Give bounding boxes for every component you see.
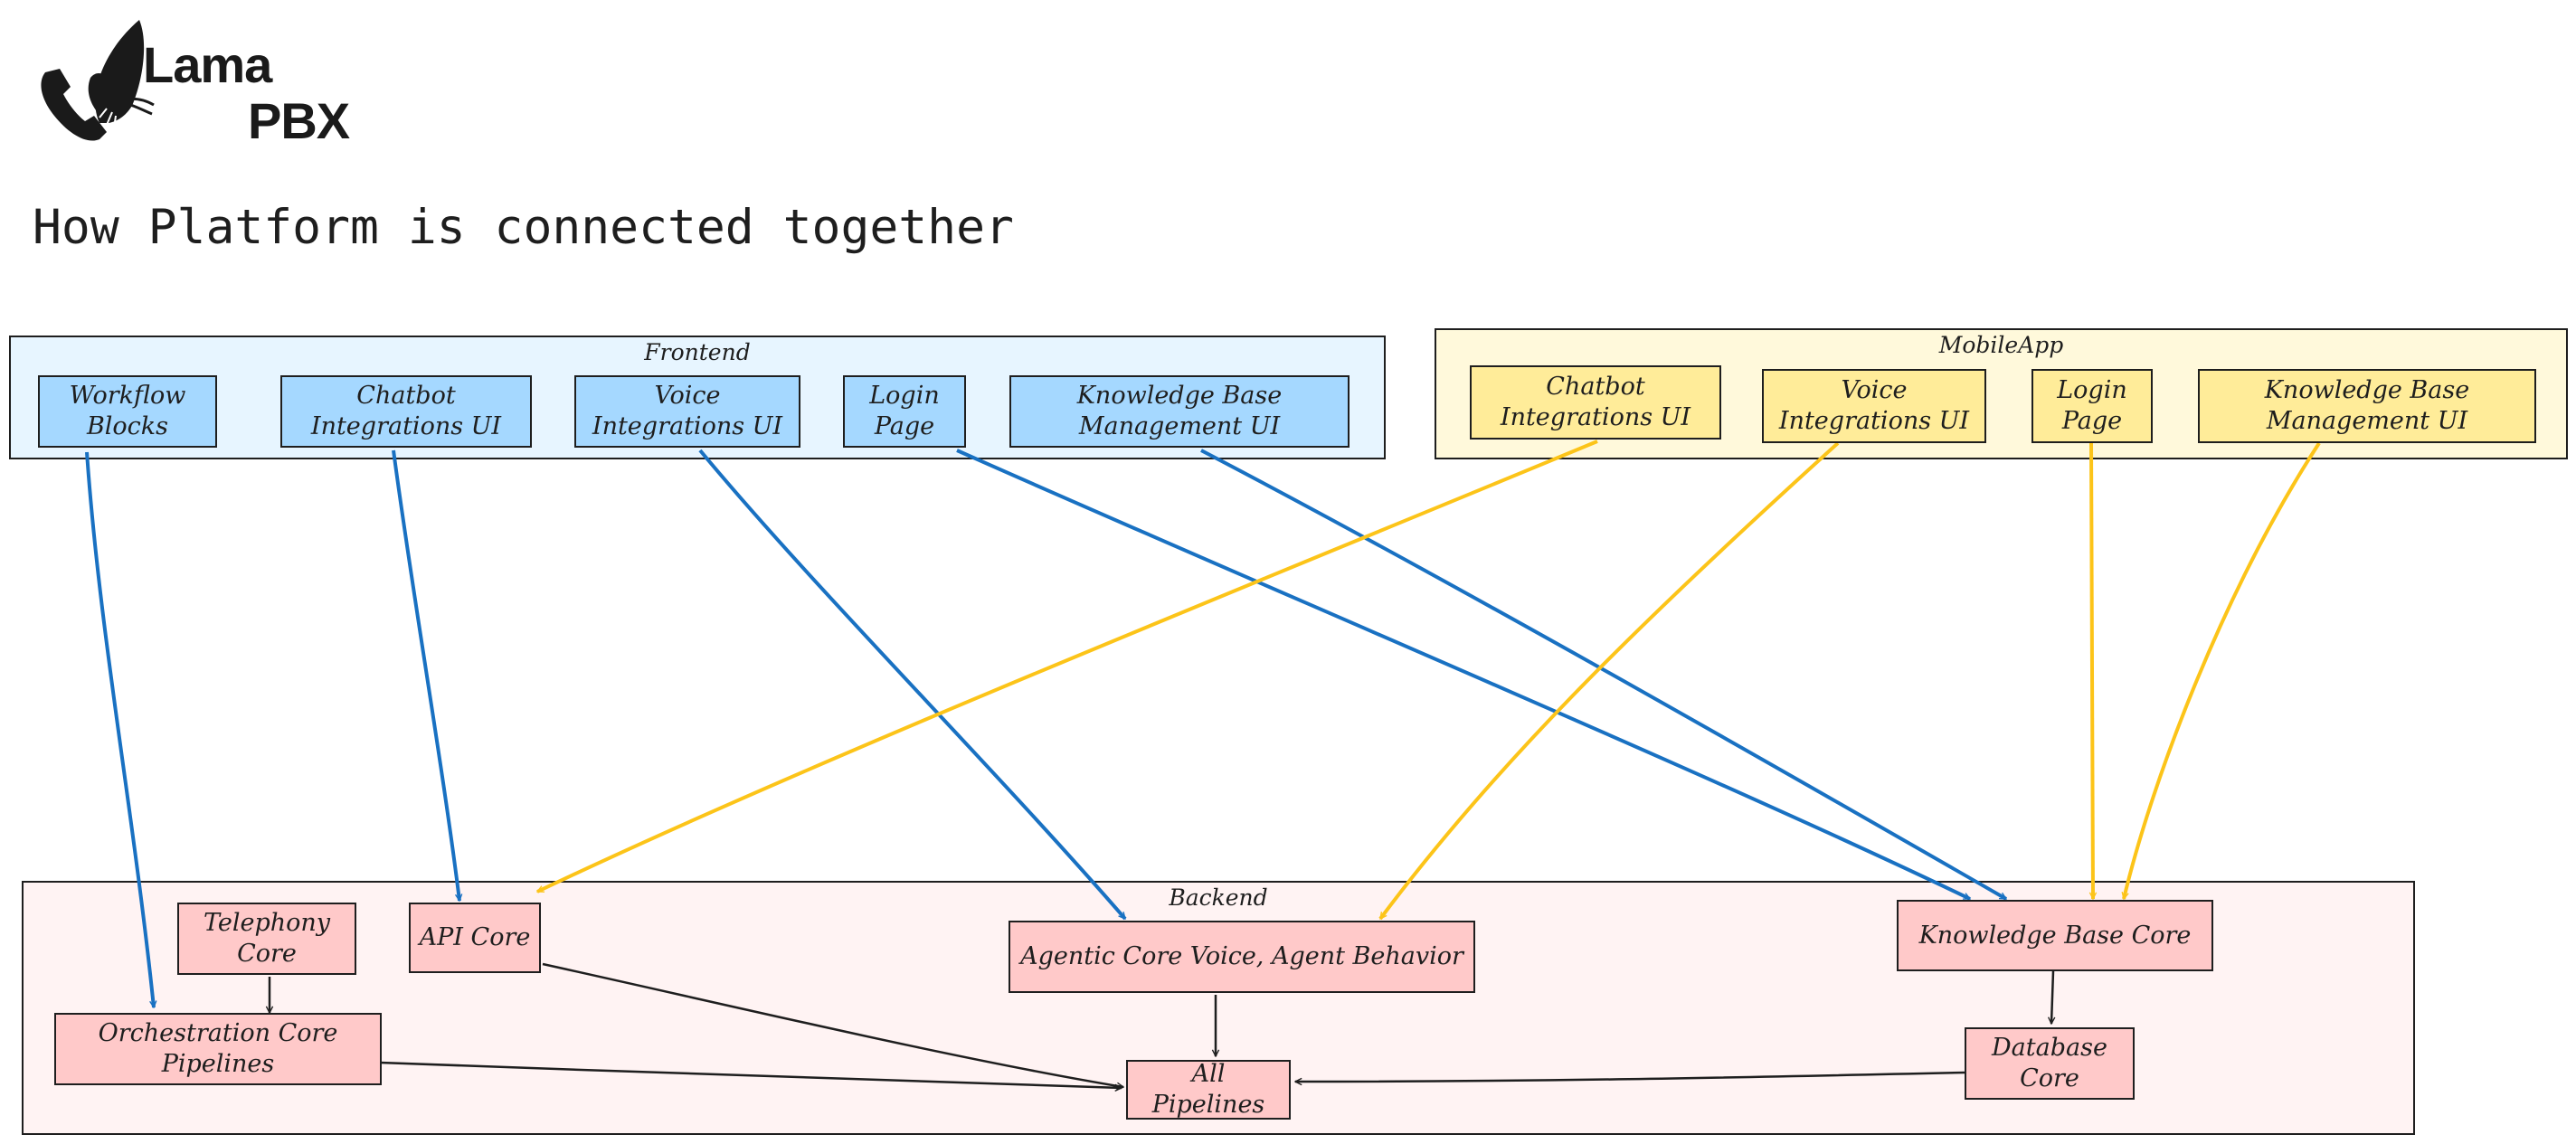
database-core-label: Database Core xyxy=(1992,1034,2107,1092)
logo-text-lama: Lama xyxy=(143,36,272,93)
fe-chatbot-integrations-label: Chatbot Integrations UI xyxy=(310,382,502,440)
api-core-label: API Core xyxy=(419,923,531,951)
knowledge-base-core-label: Knowledge Base Core xyxy=(1918,921,2192,950)
telephony-core-node: Telephony Core xyxy=(177,903,356,975)
page-title: How Platform is connected together xyxy=(33,200,1014,255)
edge-mb-kb-to-kbcore xyxy=(2124,441,2321,899)
lamapbx-logo: Lama PBX xyxy=(33,14,394,150)
edge-mb-voice-to-agentic xyxy=(1378,441,1840,919)
logo-text-pbx: PBX xyxy=(248,92,350,149)
fe-kb-management-label: Knowledge Base Management UI xyxy=(1076,382,1283,440)
mb-chatbot-integrations-node: Chatbot Integrations UI xyxy=(1470,365,1721,440)
mb-chatbot-integrations-label: Chatbot Integrations UI xyxy=(1500,373,1691,431)
agentic-core-label: Agentic Core Voice, Agent Behavior xyxy=(1020,942,1463,970)
butterfly-phone-icon xyxy=(41,20,155,141)
edge-mb-login-to-kbcore xyxy=(2091,442,2093,899)
fe-login-page-node: Login Page xyxy=(843,375,966,448)
all-pipelines-label: All Pipelines xyxy=(1151,1060,1265,1119)
fe-workflow-blocks-label: Workflow Blocks xyxy=(69,382,186,440)
fe-login-page-label: Login Page xyxy=(869,382,940,440)
frontend-group-label: Frontend xyxy=(644,339,751,365)
fe-chatbot-integrations-node: Chatbot Integrations UI xyxy=(280,375,532,448)
mb-voice-integrations-label: Voice Integrations UI xyxy=(1778,376,1970,435)
fe-voice-integrations-label: Voice Integrations UI xyxy=(592,382,783,440)
mobileapp-group-label: MobileApp xyxy=(1938,332,2064,358)
edge-fe-kb-to-kbcore xyxy=(1200,449,2006,901)
mb-kb-management-node: Knowledge Base Management UI xyxy=(2198,369,2536,443)
orchestration-core-label: Orchestration Core Pipelines xyxy=(98,1019,338,1078)
knowledge-base-core-node: Knowledge Base Core xyxy=(1897,900,2213,971)
fe-kb-management-node: Knowledge Base Management UI xyxy=(1009,375,1350,448)
mb-kb-management-label: Knowledge Base Management UI xyxy=(2264,376,2470,435)
mb-login-page-node: Login Page xyxy=(2031,369,2153,443)
mb-voice-integrations-node: Voice Integrations UI xyxy=(1762,369,1986,443)
all-pipelines-node: All Pipelines xyxy=(1126,1060,1291,1120)
edge-mb-chatbot-to-api xyxy=(537,440,1598,893)
edge-fe-chatbot-to-api xyxy=(392,449,459,901)
edge-fe-voice-to-agentic xyxy=(698,449,1127,921)
edge-fe-login-to-kbcore xyxy=(956,449,1970,901)
agentic-core-node: Agentic Core Voice, Agent Behavior xyxy=(1009,921,1475,993)
orchestration-core-node: Orchestration Core Pipelines xyxy=(54,1013,382,1085)
mb-login-page-label: Login Page xyxy=(2057,376,2127,435)
fe-workflow-blocks-node: Workflow Blocks xyxy=(38,375,217,448)
fe-voice-integrations-node: Voice Integrations UI xyxy=(574,375,800,448)
telephony-core-label: Telephony Core xyxy=(203,909,331,968)
database-core-node: Database Core xyxy=(1965,1027,2135,1100)
api-core-node: API Core xyxy=(409,903,541,973)
